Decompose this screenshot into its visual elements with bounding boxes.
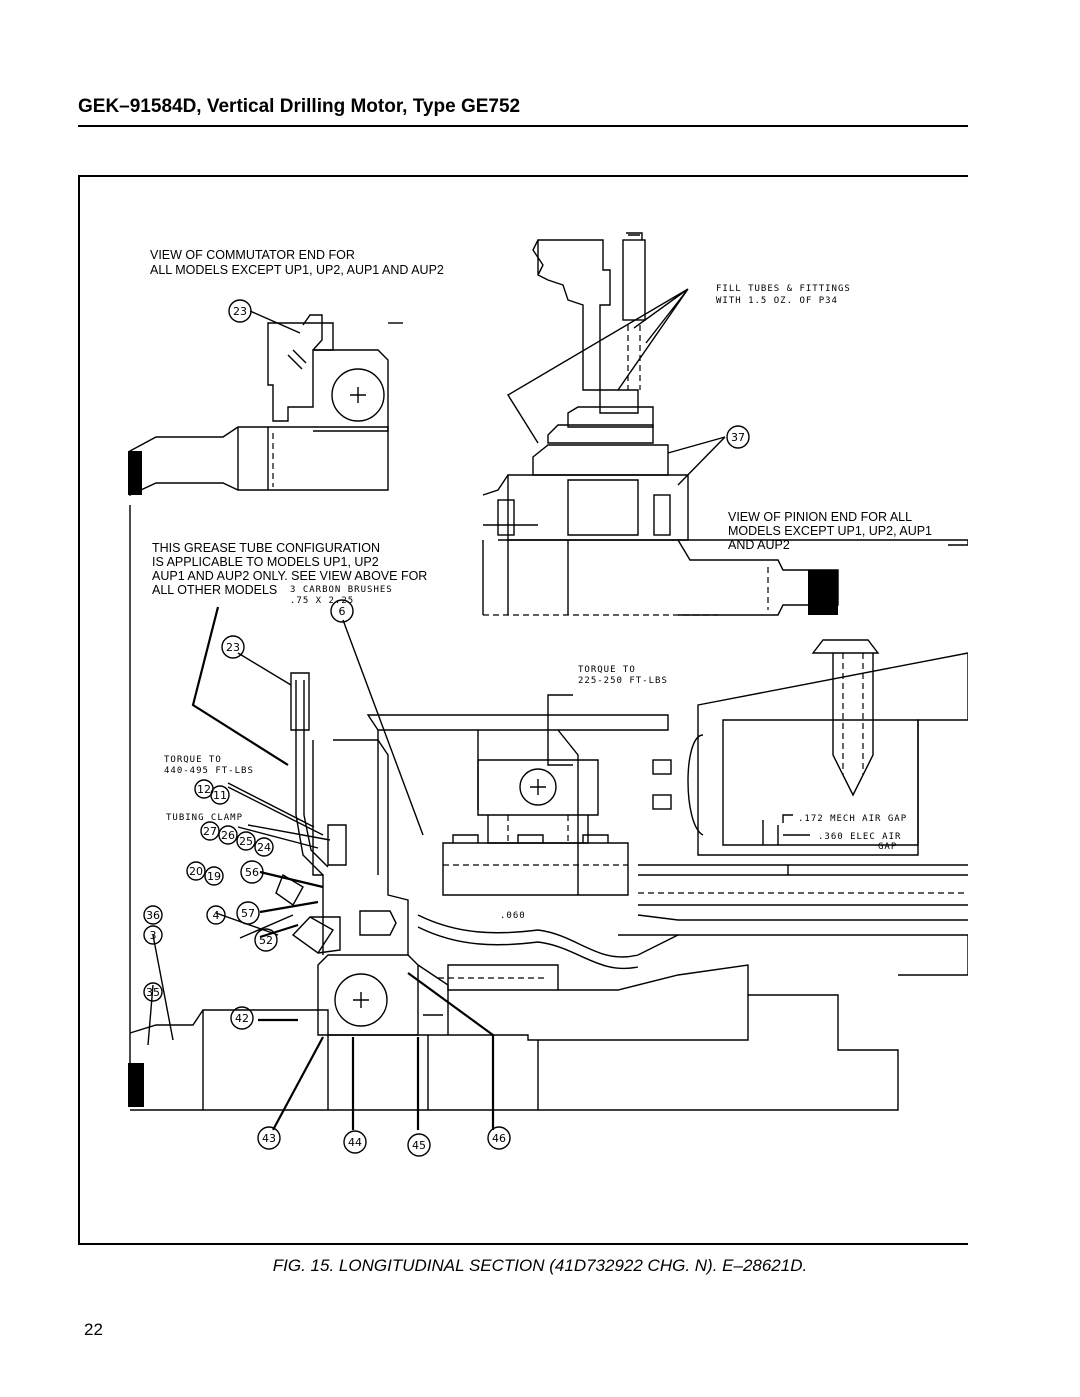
- grease-tube-note-line4: ALL OTHER MODELS: [152, 583, 277, 597]
- torque-440-note-line2: 440-495 FT-LBS: [164, 766, 254, 776]
- callout-4: 4: [206, 905, 226, 925]
- svg-text:44: 44: [348, 1136, 362, 1149]
- callout-42: 42: [230, 1006, 254, 1030]
- main-section-view: [128, 505, 968, 1111]
- figure-frame: [78, 175, 968, 1245]
- page-number: 22: [84, 1320, 103, 1339]
- callout-6: 6: [330, 599, 354, 623]
- callout-37: 37: [726, 425, 750, 449]
- svg-text:23: 23: [226, 641, 240, 654]
- callout-27: 27: [200, 821, 220, 841]
- callout-20: 20: [186, 861, 206, 881]
- figure-caption: FIG. 15. LONGITUDINAL SECTION (41D732922…: [272, 1256, 808, 1275]
- svg-text:26: 26: [221, 829, 235, 842]
- svg-text:19: 19: [207, 870, 221, 883]
- svg-text:20: 20: [189, 865, 203, 878]
- pinion-view-note-line2: MODELS EXCEPT UP1, UP2, AUP1: [728, 524, 932, 538]
- svg-text:12: 12: [197, 783, 211, 796]
- pinion-end-view: [482, 232, 968, 616]
- commutator-view-note-line2: ALL MODELS EXCEPT UP1, UP2, AUP1 AND AUP…: [150, 263, 444, 277]
- callout-43: 43: [257, 1126, 281, 1150]
- svg-text:4: 4: [213, 909, 220, 922]
- svg-text:37: 37: [731, 431, 745, 444]
- callout-23-bottom: 23: [221, 635, 245, 659]
- elec-air-gap-note-line2: GAP: [878, 842, 897, 852]
- longitudinal-section-drawing: VIEW OF COMMUTATOR END FOR ALL MODELS EX…: [128, 232, 968, 1157]
- dimension-060-label: .060: [500, 911, 526, 921]
- carbon-brushes-note-line1: 3 CARBON BRUSHES: [290, 585, 393, 595]
- mech-air-gap-note: .172 MECH AIR GAP: [798, 814, 907, 824]
- callout-11: 11: [210, 785, 230, 805]
- fill-tubes-note-line2: WITH 1.5 OZ. OF P34: [716, 296, 838, 306]
- svg-text:46: 46: [492, 1132, 506, 1145]
- tubing-clamp-note: TUBING CLAMP: [166, 813, 243, 823]
- svg-text:6: 6: [339, 605, 346, 618]
- torque-225-note-line2: 225-250 FT-LBS: [578, 676, 668, 686]
- svg-text:23: 23: [233, 305, 247, 318]
- callout-12: 12: [194, 779, 214, 799]
- svg-text:42: 42: [235, 1012, 249, 1025]
- svg-text:52: 52: [259, 934, 273, 947]
- grease-tube-note-line3: AUP1 AND AUP2 ONLY. SEE VIEW ABOVE FOR: [152, 569, 427, 583]
- svg-text:27: 27: [203, 825, 217, 838]
- callout-35: 35: [143, 982, 163, 1002]
- pinion-view-note-line3: AND AUP2: [728, 538, 790, 552]
- callout-44: 44: [343, 1130, 367, 1154]
- svg-text:45: 45: [412, 1139, 426, 1152]
- grease-tube-note-line1: THIS GREASE TUBE CONFIGURATION: [152, 541, 380, 555]
- callout-57: 57: [236, 901, 260, 925]
- grease-tube-note-line2: IS APPLICABLE TO MODELS UP1, UP2: [152, 555, 379, 569]
- torque-225-note-line1: TORQUE TO: [578, 665, 636, 675]
- svg-text:3: 3: [150, 929, 157, 942]
- svg-text:24: 24: [257, 841, 271, 854]
- carbon-brushes-note-line2: .75 X 2.25: [290, 596, 354, 606]
- torque-440-note-line1: TORQUE TO: [164, 755, 222, 765]
- leader-lines: [147, 288, 810, 1131]
- callout-45: 45: [407, 1133, 431, 1157]
- commutator-view-note-line1: VIEW OF COMMUTATOR END FOR: [150, 248, 355, 262]
- callout-52: 52: [254, 928, 278, 952]
- callout-3: 3: [143, 925, 163, 945]
- svg-text:11: 11: [213, 789, 227, 802]
- svg-text:43: 43: [262, 1132, 276, 1145]
- callout-56: 56: [240, 860, 264, 884]
- svg-text:25: 25: [239, 835, 253, 848]
- callout-36: 36: [143, 905, 163, 925]
- svg-text:35: 35: [146, 986, 160, 999]
- callout-23-top: 23: [228, 299, 252, 323]
- callout-26: 26: [218, 825, 238, 845]
- callout-19: 19: [204, 866, 224, 886]
- pinion-view-note-line1: VIEW OF PINION END FOR ALL: [728, 510, 912, 524]
- commutator-end-view: [128, 314, 403, 497]
- elec-air-gap-note-line1: .360 ELEC AIR: [818, 832, 901, 842]
- svg-text:57: 57: [241, 907, 255, 920]
- callout-24: 24: [254, 837, 274, 857]
- svg-text:36: 36: [146, 909, 160, 922]
- header-rule: [78, 125, 968, 127]
- fill-tubes-note-line1: FILL TUBES & FITTINGS: [716, 284, 851, 294]
- callout-25: 25: [236, 831, 256, 851]
- document-title: GEK–91584D, Vertical Drilling Motor, Typ…: [78, 96, 521, 117]
- callout-46: 46: [487, 1126, 511, 1150]
- svg-text:56: 56: [245, 866, 259, 879]
